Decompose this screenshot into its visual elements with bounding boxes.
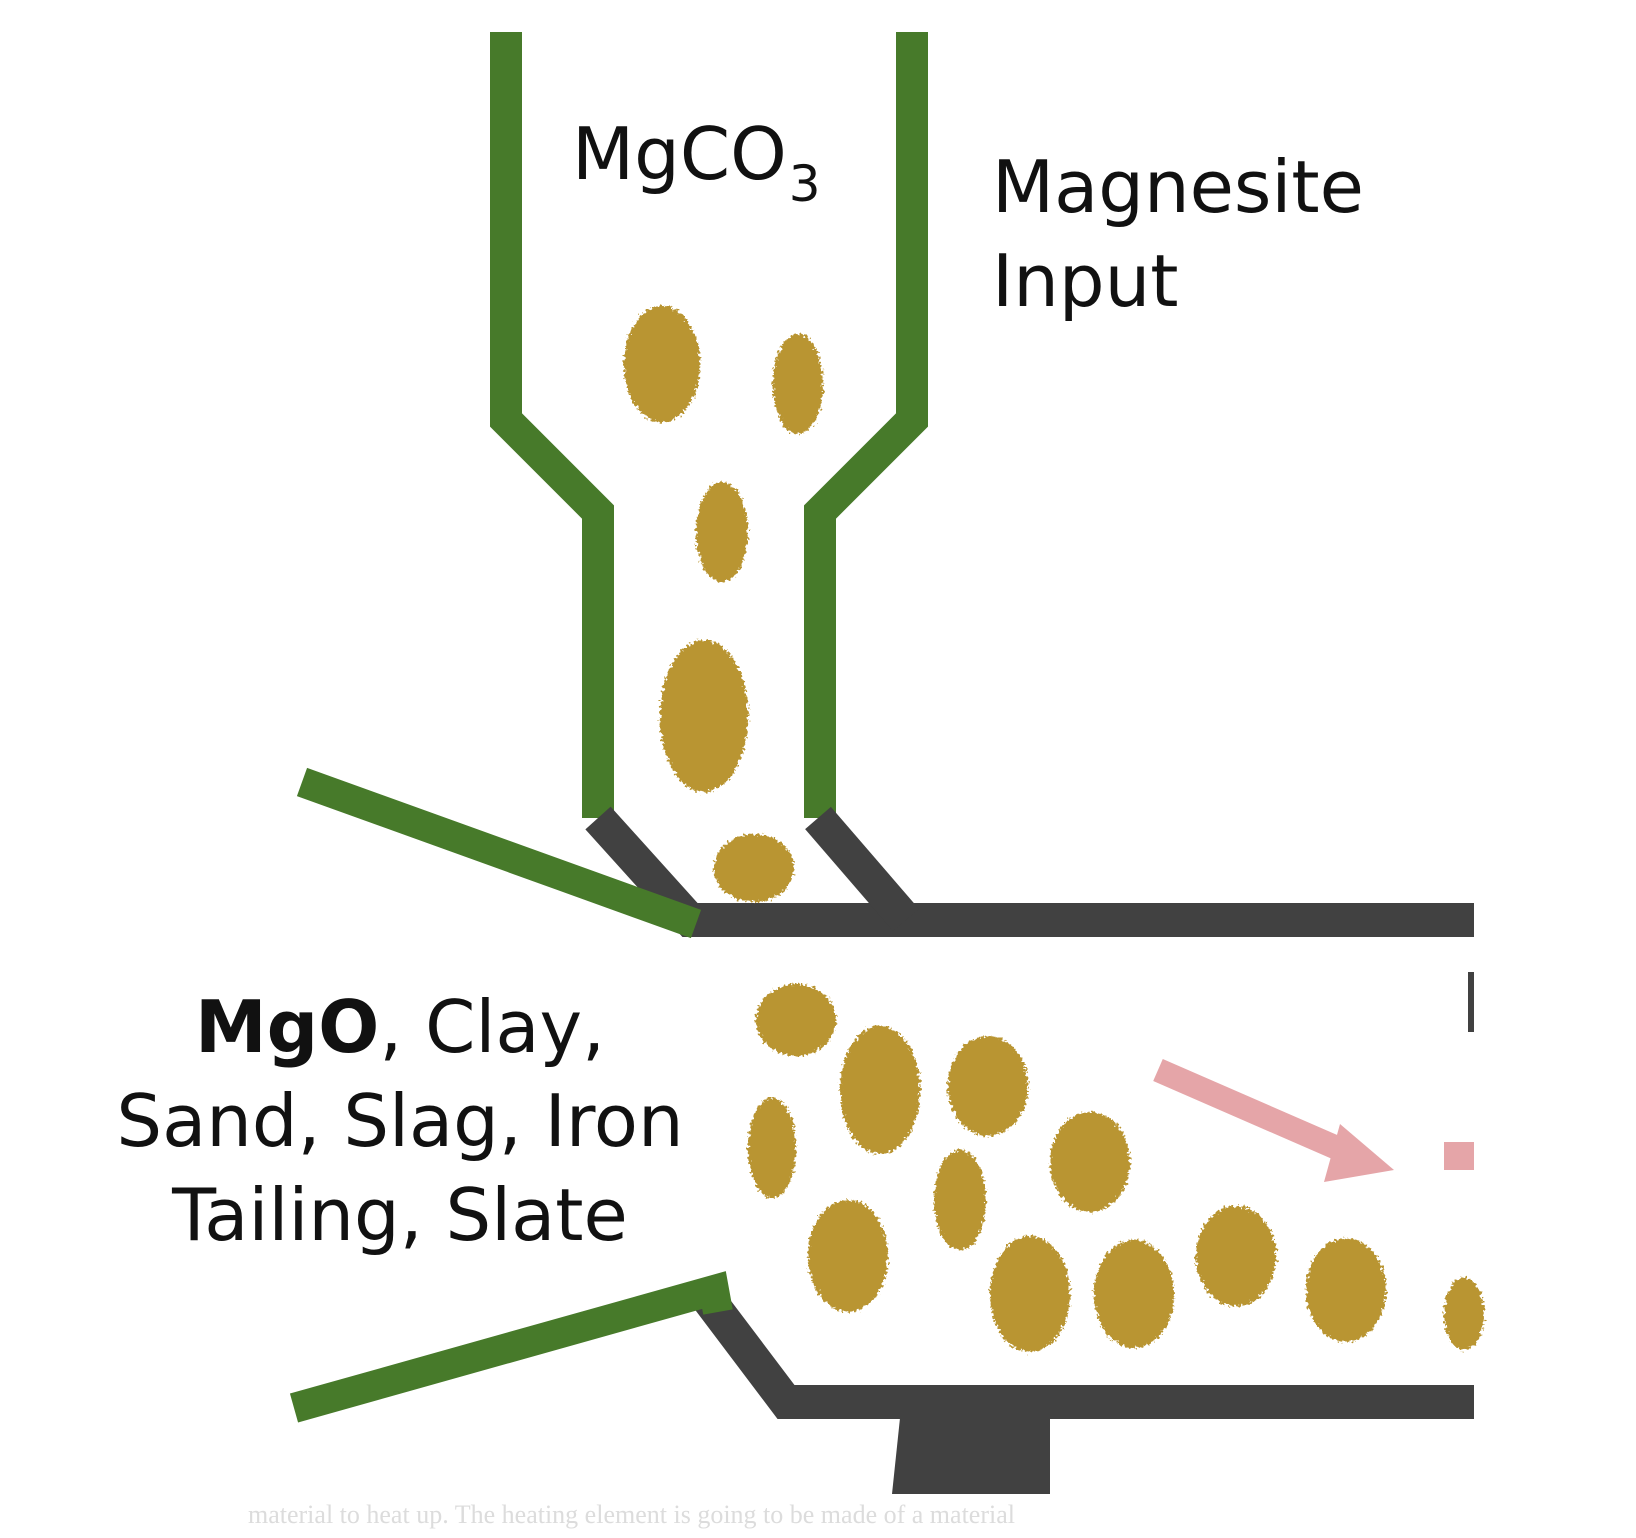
particle xyxy=(756,984,836,1056)
particle xyxy=(660,640,748,792)
particle xyxy=(1196,1206,1276,1306)
formula-subscript: 3 xyxy=(788,155,821,213)
formula-label: MgCO3 xyxy=(572,118,821,209)
particle xyxy=(1050,1112,1130,1212)
magnesite-input-label: Magnesite Input xyxy=(992,140,1364,328)
output-chute-lower xyxy=(289,1271,733,1423)
hopper-left-wall xyxy=(490,32,614,818)
input-label-line1: Magnesite xyxy=(992,145,1364,229)
output-chute-upper xyxy=(296,767,702,939)
particle xyxy=(948,1036,1028,1136)
faded-caption-text: material to heat up. The heating element… xyxy=(248,1500,1015,1529)
particle xyxy=(1306,1238,1386,1342)
output-label-line3: Tailing, Slate xyxy=(172,1173,628,1257)
output-label-line1-rest: , Clay, xyxy=(379,985,606,1069)
particle xyxy=(934,1150,986,1250)
particle xyxy=(808,1200,888,1312)
formula-main: MgCO xyxy=(572,112,787,196)
output-label-line2: Sand, Slag, Iron xyxy=(116,1079,684,1163)
kiln-right-edge-mark xyxy=(1468,972,1474,1032)
kiln-support-stand xyxy=(892,1418,1050,1494)
output-label-mgo: MgO xyxy=(194,985,380,1069)
particle xyxy=(990,1236,1070,1352)
output-materials-label: MgO, Clay, Sand, Slag, Iron Tailing, Sla… xyxy=(90,980,710,1262)
particle xyxy=(748,1098,796,1198)
particle xyxy=(624,306,700,422)
input-label-line2: Input xyxy=(992,239,1179,323)
flow-arrow xyxy=(1153,1058,1474,1182)
magnesite-particles xyxy=(624,306,1484,1352)
hopper-right-wall xyxy=(804,32,928,818)
kiln-neck-right xyxy=(805,806,919,932)
particle xyxy=(696,482,748,582)
particle xyxy=(773,334,823,434)
particle xyxy=(840,1026,920,1154)
particle xyxy=(1094,1240,1174,1348)
particle xyxy=(1444,1278,1484,1350)
kiln-lower-wall xyxy=(692,1285,1474,1419)
particle xyxy=(714,834,794,902)
